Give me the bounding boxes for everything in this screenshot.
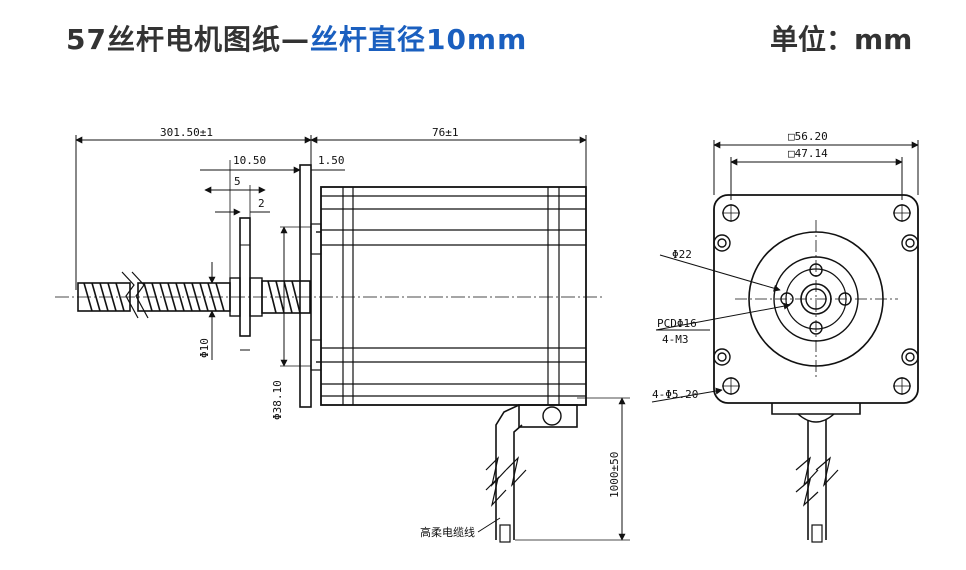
- dim-five: 5: [234, 175, 241, 188]
- dim-nut-width: 10.50: [233, 154, 266, 167]
- title-highlight: 丝杆直径10mm: [309, 23, 528, 56]
- lead-screw: [77, 271, 311, 319]
- dim-flange-thickness: 1.50: [318, 154, 345, 167]
- dim-mount-holes: 4-Φ5.20: [652, 388, 698, 401]
- dim-hole-square: □47.14: [788, 147, 828, 160]
- dim-two: 2: [258, 197, 265, 210]
- dim-cable-length: 1000±50: [608, 452, 621, 498]
- dim-total-screw: 301.50±1: [160, 126, 213, 139]
- front-view: [651, 140, 919, 543]
- side-view: [55, 135, 630, 543]
- motor-body: [320, 186, 587, 406]
- dim-boss-22: Φ22: [672, 248, 692, 261]
- dim-body-length: 76±1: [432, 126, 459, 139]
- mount-holes: [722, 204, 911, 395]
- title-main: 57丝杆电机图纸—: [66, 23, 310, 56]
- dim-outer-square: □56.20: [788, 130, 828, 143]
- motor-flange: [299, 164, 312, 408]
- dim-screw-diameter: Φ10: [198, 338, 211, 358]
- cable-label: 高柔电缆线: [420, 525, 475, 539]
- nut-flange: [239, 217, 251, 337]
- cable-gland: [485, 404, 578, 543]
- dim-boss-diameter: Φ38.10: [271, 380, 284, 420]
- dim-pcd: PCDΦ16: [657, 317, 697, 330]
- unit-label: 单位：mm: [770, 23, 913, 56]
- dim-m3: 4-M3: [662, 333, 689, 346]
- page-title: 57丝杆电机图纸—丝杆直径10mm: [66, 18, 527, 58]
